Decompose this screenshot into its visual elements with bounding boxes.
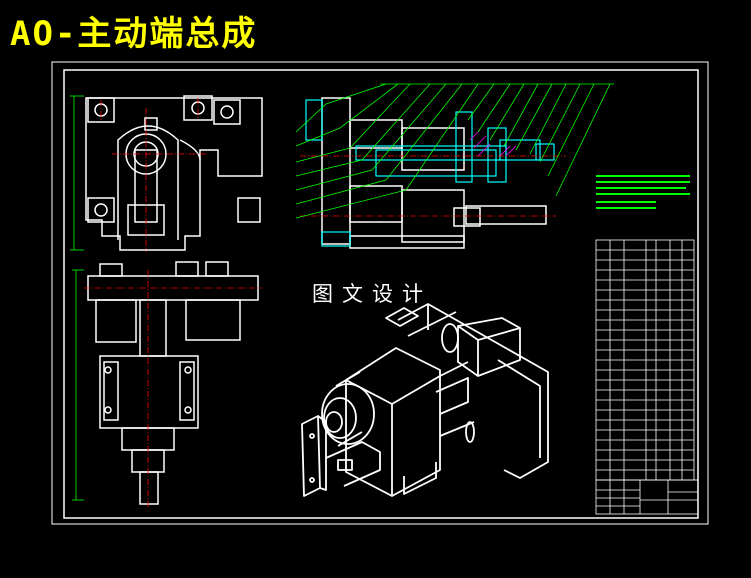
technical-notes	[596, 175, 690, 209]
section-view-hatch	[469, 129, 517, 157]
section-view-centerline	[300, 155, 566, 217]
isometric-view	[301, 303, 549, 497]
outer-frame	[51, 61, 709, 525]
front-view-dimensions	[70, 95, 84, 251]
front-view-centerlines	[100, 98, 208, 252]
front-view	[85, 95, 263, 251]
section-view	[321, 97, 547, 249]
inner-frame	[63, 69, 699, 519]
top-view-centerline	[84, 270, 262, 508]
section-view-parts	[305, 99, 555, 247]
top-view-dimensions	[72, 269, 84, 501]
parts-list	[595, 239, 695, 481]
top-view	[87, 261, 259, 505]
title-block	[595, 479, 699, 515]
section-view-leaders	[295, 83, 614, 219]
watermark-text: 图文设计	[312, 282, 432, 306]
drawing-title: AO-主动端总成	[10, 14, 258, 54]
